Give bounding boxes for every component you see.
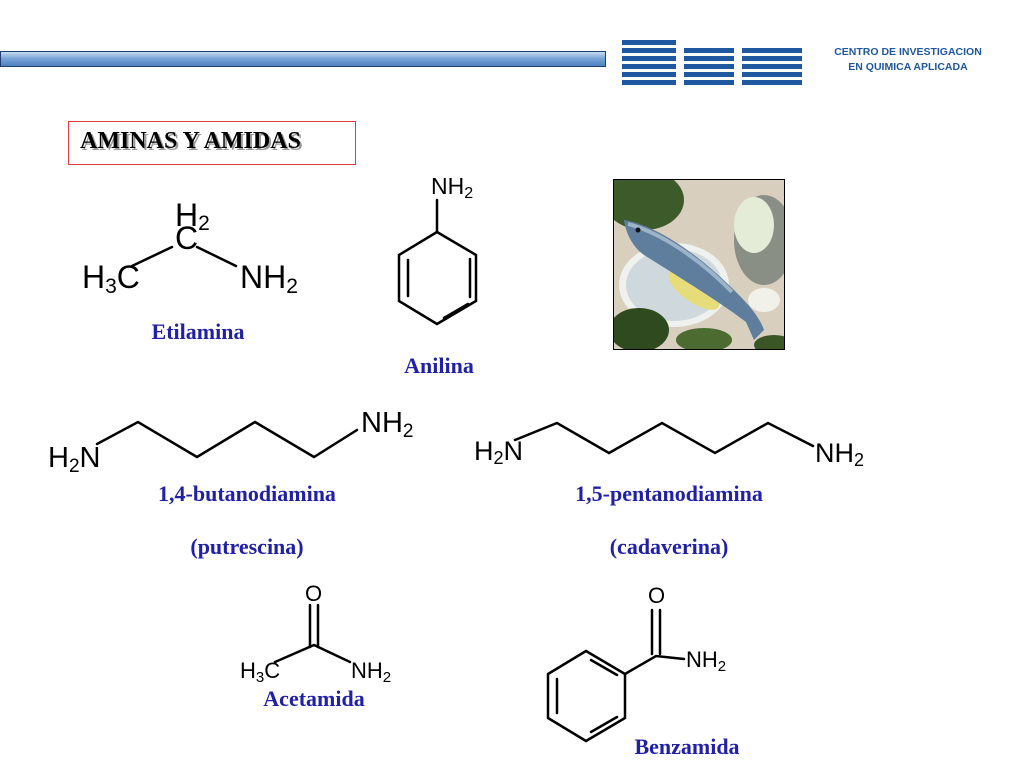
svg-text:H2N: H2N bbox=[48, 442, 100, 477]
svg-text:NH2: NH2 bbox=[686, 647, 726, 675]
atom-labels: H2 C H3C NH2 NH2 H2N NH2 H2N NH2 O H3C N… bbox=[48, 173, 864, 686]
label-benzamida: Benzamida bbox=[634, 734, 740, 759]
logo-text: CENTRO DE INVESTIGACION EN QUIMICA APLIC… bbox=[818, 45, 998, 75]
label-butanodiamina: 1,4-butanodiamina bbox=[158, 481, 336, 506]
svg-text:C: C bbox=[175, 220, 198, 256]
ciqa-logo bbox=[622, 40, 802, 85]
svg-text:NH2: NH2 bbox=[815, 438, 864, 470]
logo-line-2: EN QUIMICA APLICADA bbox=[848, 61, 968, 73]
svg-text:H3C: H3C bbox=[240, 658, 280, 686]
logo-line-1: CENTRO DE INVESTIGACION bbox=[834, 46, 982, 58]
header-bar bbox=[0, 51, 606, 67]
label-etilamina: Etilamina bbox=[151, 319, 245, 344]
svg-text:O: O bbox=[648, 583, 665, 608]
title-box bbox=[68, 121, 356, 165]
svg-text:NH2: NH2 bbox=[431, 173, 473, 202]
svg-text:NH2: NH2 bbox=[361, 407, 413, 442]
svg-text:O: O bbox=[305, 581, 322, 606]
label-cadaverina: (cadaverina) bbox=[609, 534, 729, 559]
svg-text:H2N: H2N bbox=[474, 436, 523, 468]
label-pentanodiamina: 1,5-pentanodiamina bbox=[575, 481, 763, 506]
label-putrescina: (putrescina) bbox=[190, 534, 304, 559]
svg-text:NH2: NH2 bbox=[240, 259, 298, 298]
label-anilina: Anilina bbox=[404, 353, 474, 378]
svg-text:NH2: NH2 bbox=[351, 658, 391, 686]
label-acetamida: Acetamida bbox=[263, 686, 365, 711]
page-title: AMINAS Y AMIDAS bbox=[80, 128, 301, 154]
fish-plate-photo bbox=[613, 179, 785, 350]
svg-text:H3C: H3C bbox=[82, 259, 140, 298]
